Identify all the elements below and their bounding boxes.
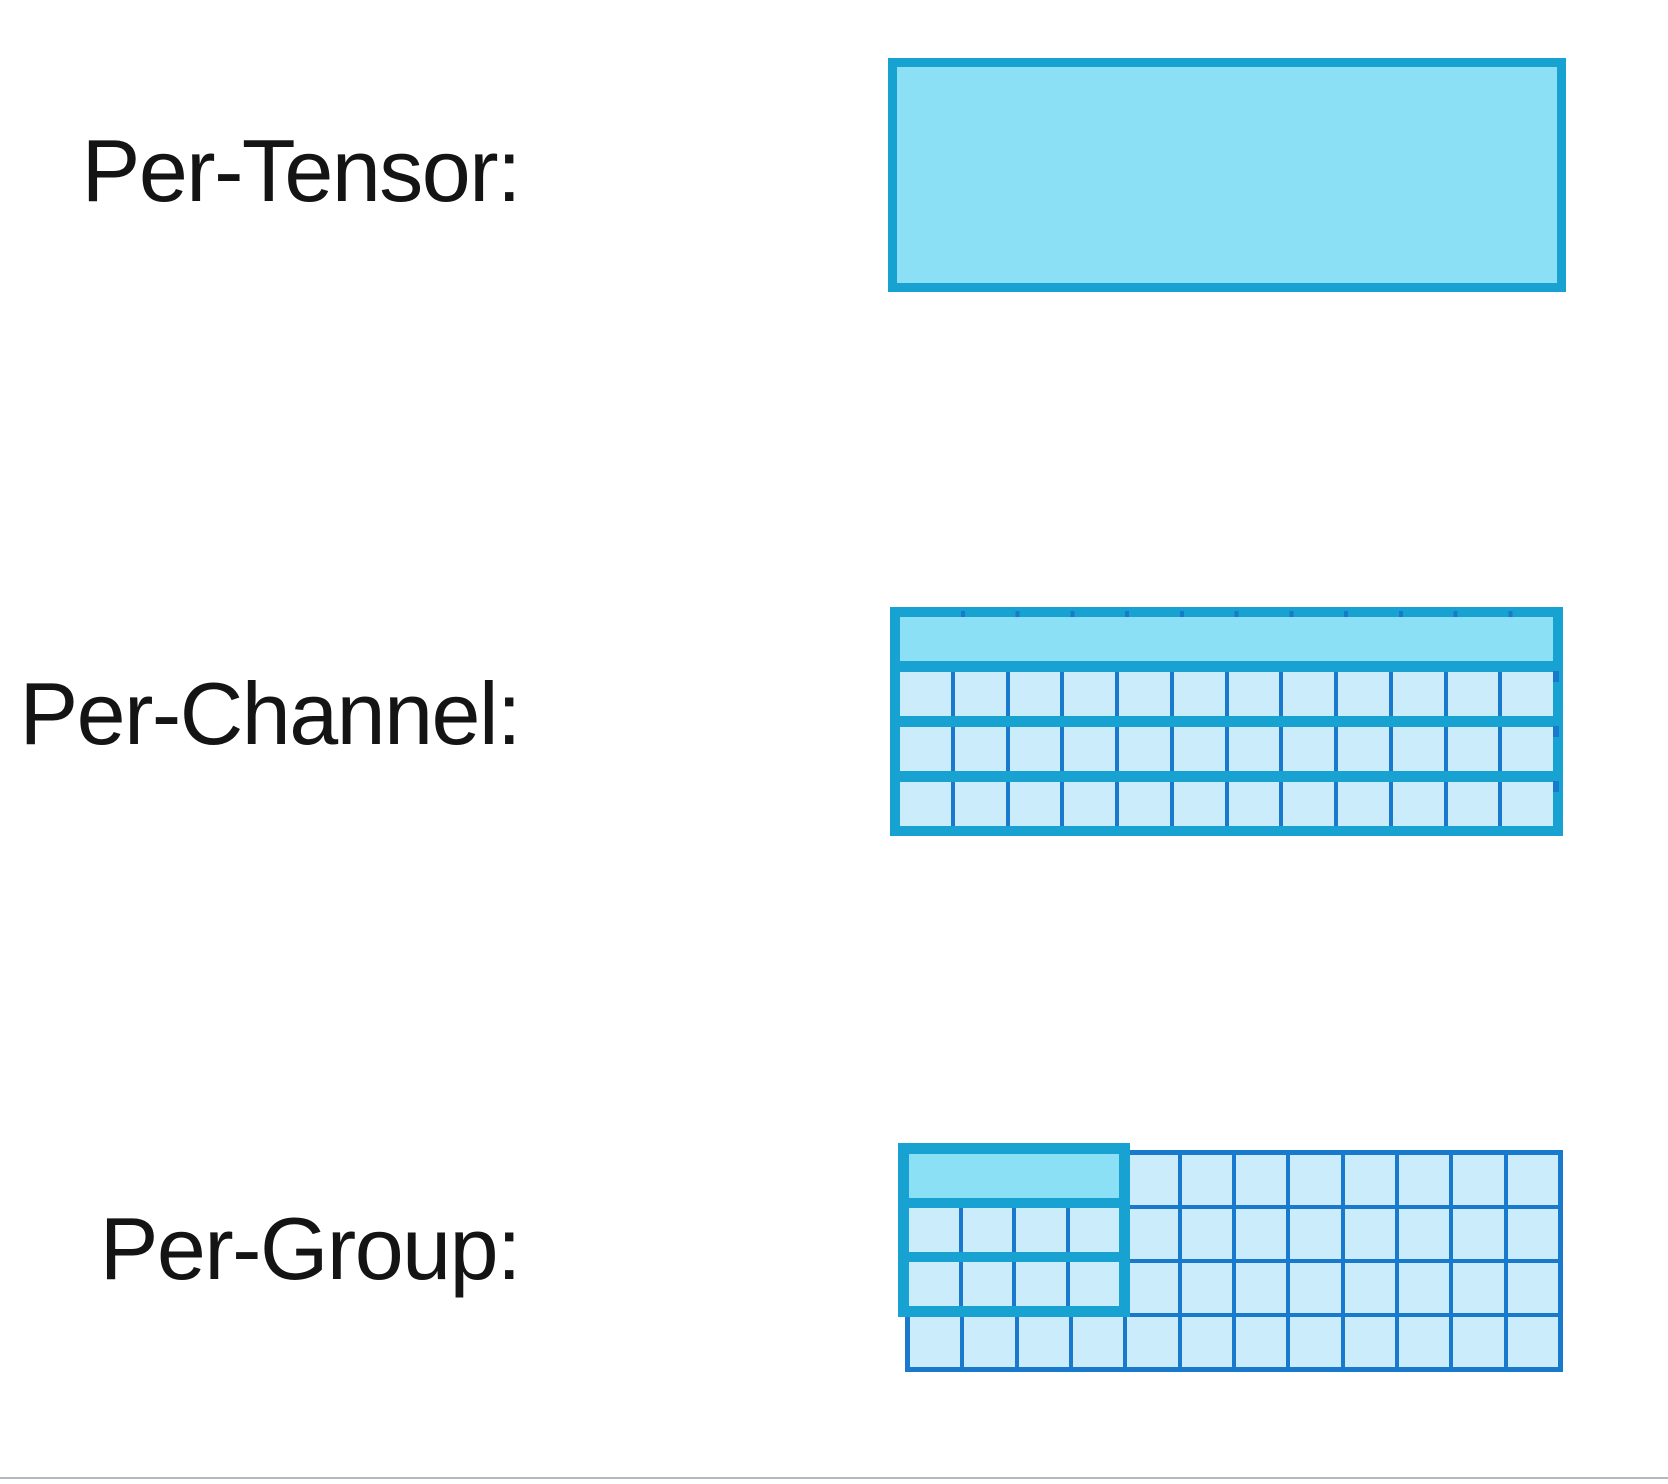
grid-cell: [1072, 1317, 1124, 1367]
group-row: [909, 1208, 1119, 1252]
grid-cell: [1392, 782, 1444, 826]
grid-cell: [954, 672, 1006, 716]
channel-row: [900, 782, 1553, 826]
grid-cell: [1283, 672, 1334, 716]
per-channel-label: Per-Channel:: [19, 664, 521, 763]
grid-cell: [909, 1208, 959, 1252]
grid-cell: [1119, 672, 1170, 716]
bottom-divider-line: [0, 1477, 1668, 1479]
grid-cell: [1502, 727, 1553, 771]
grid-cell: [1453, 1209, 1504, 1259]
grid-cell: [1453, 1263, 1504, 1313]
grid-cell: [1283, 782, 1334, 826]
grid-cell: [1119, 727, 1170, 771]
grid-cell: [954, 782, 1006, 826]
per-channel-grid: [890, 607, 1563, 836]
grid-cell: [1338, 672, 1389, 716]
grid-cell: [962, 1208, 1012, 1252]
group-scale-band: [909, 1154, 1119, 1198]
grid-cell: [1447, 727, 1499, 771]
grid-cell: [1069, 1208, 1119, 1252]
grid-cell: [1502, 672, 1553, 716]
grid-cell: [1344, 1317, 1395, 1367]
channel-row: [900, 727, 1553, 771]
grid-cell: [1009, 782, 1061, 826]
grid-cell: [1181, 1317, 1232, 1367]
grid-cell: [1173, 727, 1225, 771]
grid-cell: [1398, 1209, 1450, 1259]
grid-cell: [1447, 782, 1499, 826]
per-group-label: Per-Group:: [99, 1199, 522, 1298]
grid-cell: [1290, 1209, 1341, 1259]
grid-cell: [1290, 1263, 1341, 1313]
grid-cell: [1064, 672, 1115, 716]
grid-cell: [1344, 1263, 1395, 1313]
grid-cell: [1283, 727, 1334, 771]
grid-cell: [1344, 1155, 1395, 1205]
grid-cell: [1127, 1209, 1178, 1259]
grid-cell: [900, 727, 951, 771]
grid-cell: [1181, 1209, 1232, 1259]
grid-cell: [1235, 1263, 1287, 1313]
grid-cell: [1228, 672, 1280, 716]
grid-cell: [1392, 672, 1444, 716]
grid-cell: [1398, 1155, 1450, 1205]
grid-cell: [1235, 1317, 1287, 1367]
grid-cell: [1507, 1317, 1558, 1367]
grid-cell: [1181, 1155, 1232, 1205]
grid-cell: [1453, 1317, 1504, 1367]
group-row: [909, 1262, 1119, 1306]
grid-cell: [1392, 727, 1444, 771]
grid-cell: [1181, 1263, 1232, 1313]
grid-cell: [1173, 672, 1225, 716]
grid-cell: [1447, 672, 1499, 716]
grid-cell: [1119, 782, 1170, 826]
grid-cell: [1009, 672, 1061, 716]
grid-cell: [964, 1317, 1015, 1367]
grid-cell: [1127, 1317, 1178, 1367]
per-tensor-rect: [888, 58, 1566, 292]
grid-cell: [1235, 1155, 1287, 1205]
grid-cell: [1016, 1208, 1066, 1252]
grid-cell: [1290, 1155, 1341, 1205]
grid-cell: [1016, 1262, 1066, 1306]
grid-cell: [1069, 1262, 1119, 1306]
grid-cell: [900, 672, 951, 716]
grid-cell: [1228, 782, 1280, 826]
grid-cell: [1507, 1209, 1558, 1259]
grid-cell: [1009, 727, 1061, 771]
grid-cell: [1127, 1263, 1178, 1313]
group-base-row: [910, 1317, 1558, 1367]
grid-cell: [954, 727, 1006, 771]
channel-scale-band: [900, 617, 1553, 661]
grid-cell: [909, 1262, 959, 1306]
grid-cell: [910, 1317, 961, 1367]
grid-cell: [1507, 1155, 1558, 1205]
grid-cell: [1018, 1317, 1069, 1367]
grid-cell: [1338, 727, 1389, 771]
grid-cell: [1338, 782, 1389, 826]
grid-cell: [1173, 782, 1225, 826]
grid-cell: [1507, 1263, 1558, 1313]
grid-cell: [1064, 782, 1115, 826]
grid-cell: [1398, 1263, 1450, 1313]
grid-cell: [1344, 1209, 1395, 1259]
grid-cell: [1502, 782, 1553, 826]
channel-grid-top-ticks: [910, 611, 1563, 617]
grid-cell: [900, 782, 951, 826]
grid-cell: [962, 1262, 1012, 1306]
per-tensor-label: Per-Tensor:: [81, 121, 522, 220]
per-group-highlight-box: [898, 1143, 1130, 1317]
grid-cell: [1064, 727, 1115, 771]
grid-cell: [1235, 1209, 1287, 1259]
grid-cell: [1127, 1155, 1178, 1205]
grid-cell: [1228, 727, 1280, 771]
grid-cell: [1398, 1317, 1450, 1367]
channel-row: [900, 672, 1553, 716]
channel-grid-right-ticks: [1553, 627, 1559, 836]
grid-cell: [1453, 1155, 1504, 1205]
grid-cell: [1290, 1317, 1341, 1367]
